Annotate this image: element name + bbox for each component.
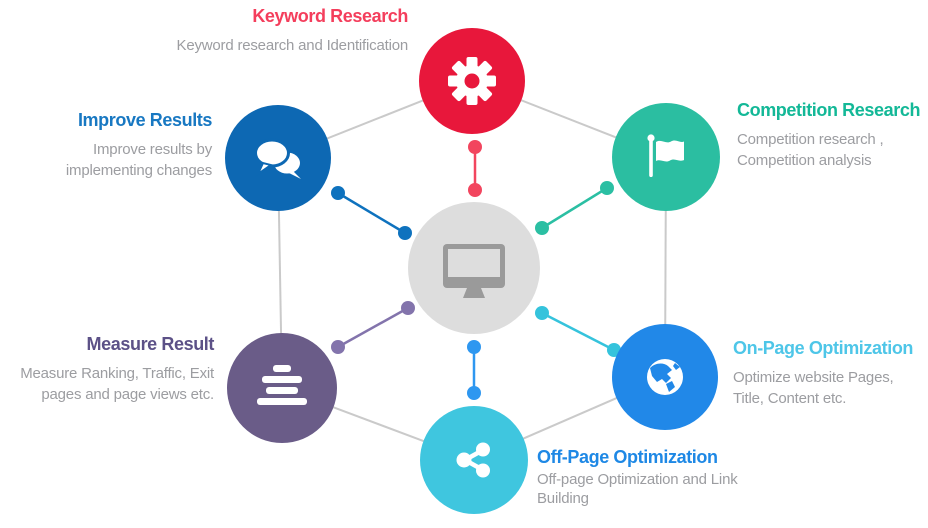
share-icon [456, 442, 490, 478]
on-page-optimization-circle [612, 324, 718, 430]
competition-research-title: Competition Research [737, 100, 921, 120]
spoke-offpage [467, 340, 481, 400]
improve-results-description: Improve results by implementing changes [65, 141, 212, 179]
spoke-improve [331, 186, 412, 240]
center-hub-circle [408, 202, 540, 334]
label-improve-results: Improve Results Improve results by imple… [0, 109, 212, 181]
measure-result-description: Measure Ranking, Traffic, Exit pages and… [20, 365, 214, 403]
spoke-measure [331, 301, 415, 354]
globe-icon [647, 359, 683, 395]
monitor-icon [443, 244, 505, 298]
label-measure-result: Measure Result Measure Ranking, Traffic,… [0, 333, 214, 405]
spoke-competition [535, 181, 614, 235]
gear-icon [448, 57, 496, 105]
label-off-page-optimization: Off-Page Optimization Off-page Optimizat… [537, 446, 777, 508]
improve-results-circle [225, 105, 331, 211]
bar-chart-icon [257, 365, 307, 405]
on-page-optimization-title: On-Page Optimization [733, 338, 914, 358]
off-page-optimization-title: Off-Page Optimization [537, 447, 718, 467]
keyword-research-title: Keyword Research [252, 6, 408, 26]
label-competition-research: Competition Research Competition researc… [737, 99, 928, 171]
label-keyword-research: Keyword Research Keyword research and Id… [120, 5, 409, 56]
measure-result-title: Measure Result [86, 334, 215, 354]
competition-research-description: Competition research , Competition analy… [737, 131, 884, 169]
keyword-research-circle [419, 28, 525, 134]
measure-result-circle [227, 333, 337, 443]
off-page-optimization-description: Off-page Optimization and Link Building [537, 471, 738, 507]
off-page-optimization-circle [420, 406, 528, 514]
competition-research-circle [612, 103, 720, 211]
spoke-keyword [468, 140, 482, 197]
label-on-page-optimization: On-Page Optimization Optimize website Pa… [733, 337, 928, 409]
spoke-onpage [535, 306, 621, 357]
improve-results-title: Improve Results [77, 110, 212, 130]
keyword-research-description: Keyword research and Identification [176, 37, 409, 54]
on-page-optimization-description: Optimize website Pages, Title, Content e… [733, 369, 894, 407]
chat-bubbles-icon [254, 138, 301, 179]
flag-icon [647, 134, 684, 177]
